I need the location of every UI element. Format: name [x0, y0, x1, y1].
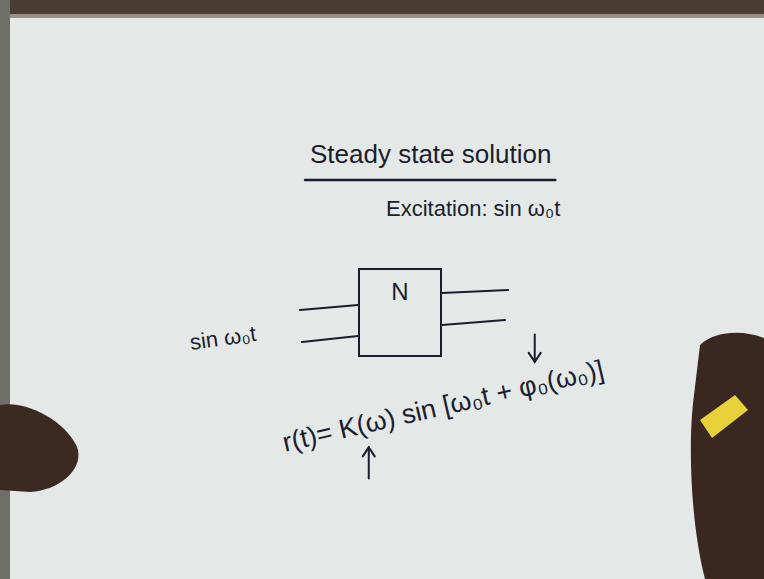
board-frame-left — [0, 0, 10, 579]
board-frame-top — [0, 0, 764, 14]
terminal-wire — [442, 290, 508, 293]
terminal-wire — [302, 336, 358, 342]
hand-right — [691, 333, 764, 579]
response-formula: r(t)= K(ω) sin [ω₀t + φ₀(ω₀)] — [280, 354, 607, 458]
excitation-note: Excitation: sin ω₀t — [386, 196, 560, 221]
pointer-arrowhead — [363, 447, 375, 456]
title-underline — [305, 179, 555, 181]
pointer-arrow — [534, 335, 536, 362]
title: Steady state solution — [310, 140, 551, 170]
yellow-marker — [700, 395, 748, 438]
pointer-arrowhead — [529, 353, 541, 362]
board-frame-edge — [0, 14, 764, 18]
input-signal: sin ω₀t — [188, 321, 258, 355]
pointer-arrow — [368, 447, 370, 478]
network-box: N — [358, 268, 442, 357]
hand-left — [0, 404, 78, 492]
box-label: N — [360, 270, 440, 306]
terminal-wire — [442, 320, 505, 325]
terminal-wire — [300, 305, 358, 310]
